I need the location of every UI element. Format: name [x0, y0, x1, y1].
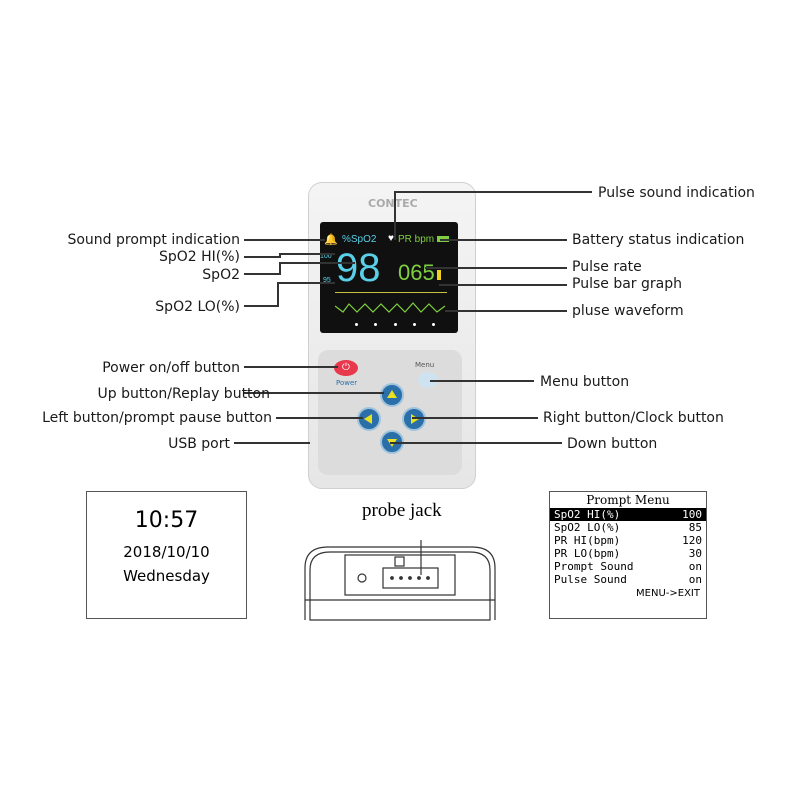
probe-jack-label: probe jack	[362, 500, 442, 521]
pr-label: PR bpm	[398, 234, 435, 245]
pulse-rate-value: 065	[398, 260, 435, 285]
bell-icon: 🔔	[324, 234, 338, 246]
power-button[interactable]: ⏻	[334, 360, 358, 376]
label-sound-prompt: Sound prompt indication	[67, 232, 240, 248]
spo2-hi-value: 100	[320, 253, 332, 260]
label-left: Left button/prompt pause button	[42, 410, 272, 426]
prompt-menu-display: Prompt Menu SpO2 HI(%)100 SpO2 LO(%)85 P…	[549, 491, 707, 619]
heart-icon: ♥	[388, 233, 394, 244]
label-menu: Menu button	[540, 374, 630, 390]
clock-display: 10:57 2018/10/10 Wednesday	[86, 491, 247, 619]
menu-exit-hint: MENU->EXIT	[636, 588, 700, 599]
menu-row[interactable]: PR HI(bpm)120	[554, 534, 702, 547]
label-spo2: SpO2	[202, 267, 240, 283]
label-waveform: pluse waveform	[572, 303, 684, 319]
label-spo2-lo: SpO2 LO(%)	[155, 299, 240, 315]
label-right: Right button/Clock button	[543, 410, 724, 426]
screen-dots	[355, 323, 435, 326]
power-label: Power	[336, 379, 358, 387]
menu-button[interactable]	[418, 372, 438, 388]
label-battery: Battery status indication	[572, 232, 745, 248]
prompt-menu-title: Prompt Menu	[586, 493, 670, 507]
label-pulse-sound: Pulse sound indication	[598, 185, 755, 201]
menu-row-selected[interactable]: SpO2 HI(%)100	[550, 508, 706, 521]
brand-logo: CONTEC	[368, 197, 418, 210]
clock-day: Wednesday	[123, 567, 210, 585]
display-screen: 🔔 %SpO2 ♥ PR bpm 100 95 98 065	[320, 222, 458, 333]
probe-jack-diagram	[304, 540, 496, 621]
label-up: Up button/Replay button	[97, 386, 270, 402]
pulse-bar-graph	[437, 270, 441, 280]
menu-row[interactable]: SpO2 LO(%)85	[554, 521, 702, 534]
spo2-label: %SpO2	[342, 234, 377, 245]
label-usb: USB port	[168, 436, 230, 452]
spo2-lo-value: 95	[323, 277, 331, 284]
up-button[interactable]	[380, 383, 404, 407]
pulse-waveform	[335, 302, 446, 313]
label-pulse-bar: Pulse bar graph	[572, 276, 682, 292]
clock-date: 2018/10/10	[123, 543, 210, 561]
label-power: Power on/off button	[102, 360, 240, 376]
label-down: Down button	[567, 436, 658, 452]
divider	[335, 292, 447, 293]
clock-time: 10:57	[134, 508, 199, 533]
label-spo2-hi: SpO2 HI(%)	[158, 249, 240, 265]
label-pulse-rate: Pulse rate	[572, 259, 642, 275]
menu-label: Menu	[415, 361, 435, 369]
menu-row[interactable]: PR LO(bpm)30	[554, 547, 702, 560]
spo2-value: 98	[336, 246, 381, 290]
